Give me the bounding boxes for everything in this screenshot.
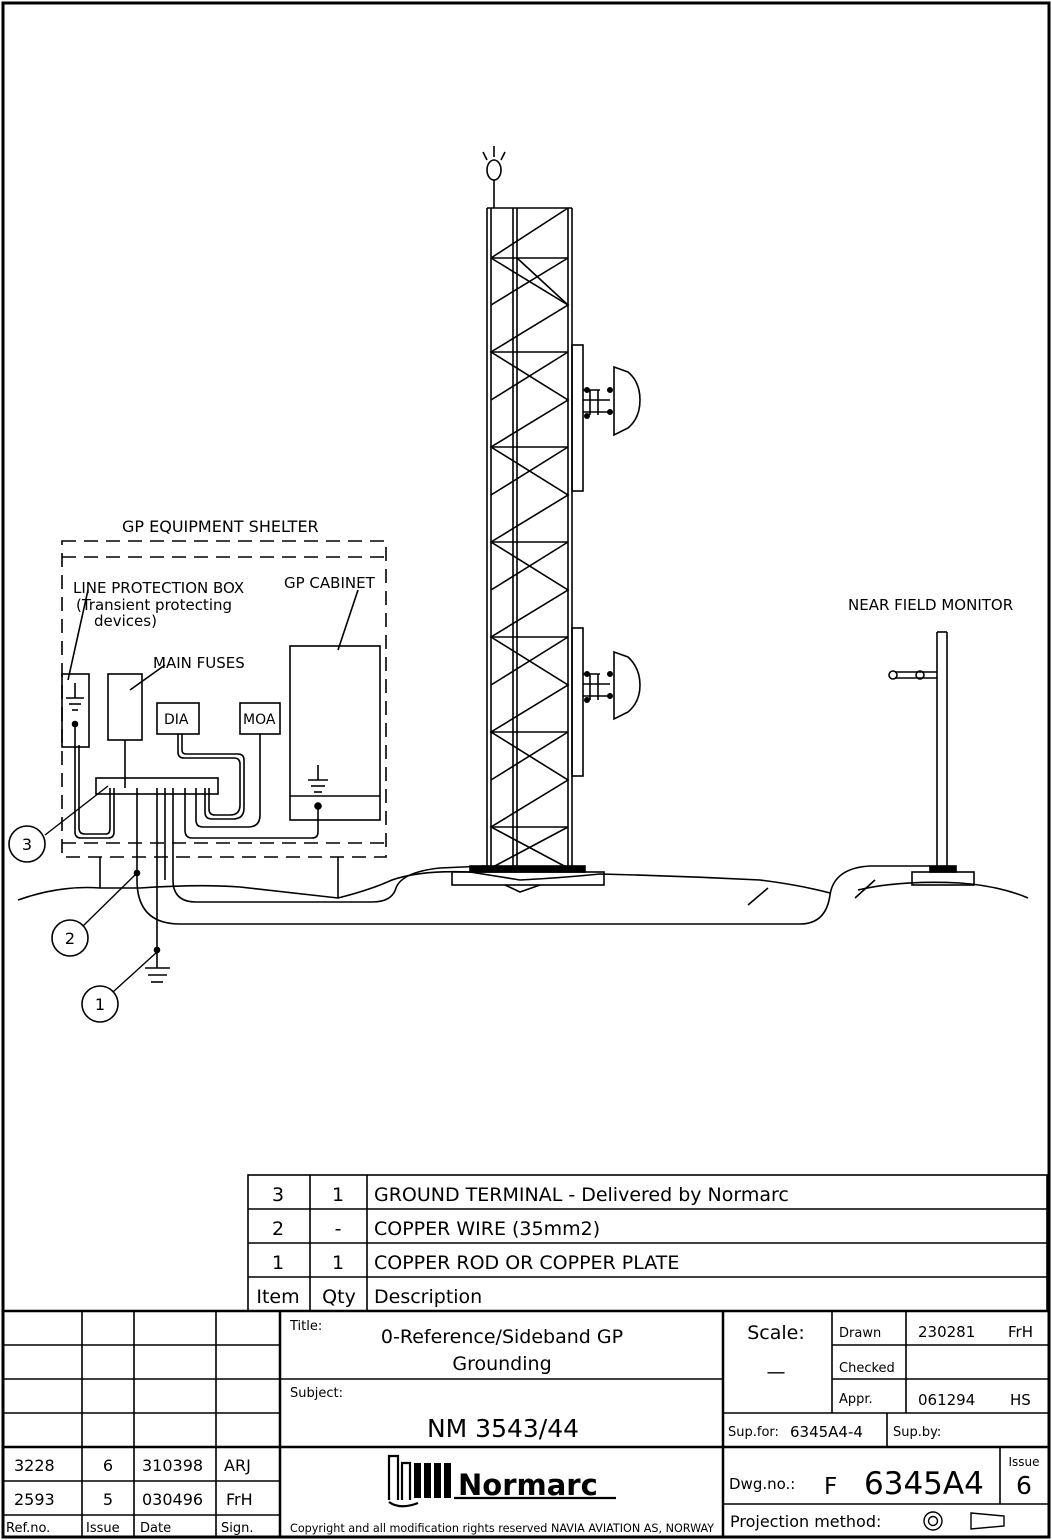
break-mark-2	[854, 879, 876, 899]
callout-1-text: 1	[95, 995, 105, 1014]
rev-2-date: 030496	[142, 1490, 203, 1509]
callout-3: 3	[8, 785, 109, 863]
callout-1: 1	[81, 951, 158, 1023]
sup-for-value: 6345A4-4	[790, 1423, 863, 1441]
rev-2-ref: 2593	[14, 1490, 55, 1509]
ground-line-right	[857, 881, 1029, 899]
ground-line	[17, 870, 831, 901]
gp-mast	[451, 146, 641, 893]
parts-row-3-description: COPPER ROD OR COPPER PLATE	[374, 1252, 679, 1274]
transient-label-1: (Transient protecting	[76, 596, 232, 614]
gp-cabinet-label: GP CABINET	[284, 574, 376, 592]
dwg-label: Dwg.no.:	[729, 1475, 795, 1493]
rev-1-issue: 6	[103, 1456, 113, 1475]
appr-date: 061294	[918, 1391, 975, 1409]
moa-label: MOA	[243, 712, 276, 728]
title-block-grid	[3, 1309, 1049, 1537]
drawing-title-line1: 0-Reference/Sideband GP	[381, 1326, 623, 1348]
drawn-date: 230281	[918, 1323, 975, 1341]
rev-header-date: Date	[140, 1521, 171, 1536]
break-mark	[747, 887, 769, 906]
rev-header-ref: Ref.no.	[6, 1521, 50, 1536]
parts-header-description: Description	[374, 1286, 482, 1308]
rev-header-issue: Issue	[86, 1521, 120, 1536]
parts-row-2-description: COPPER WIRE (35mm2)	[374, 1218, 600, 1240]
sup-for-label: Sup.for:	[728, 1425, 779, 1440]
callout-2: 2	[51, 872, 138, 957]
sup-by-label: Sup.by:	[893, 1425, 941, 1440]
scale-value: —	[767, 1361, 786, 1383]
rev-2-sign: FrH	[226, 1490, 253, 1509]
callout-3-text: 3	[22, 835, 32, 854]
company-name: Normarc	[458, 1468, 598, 1502]
gp-cabinet	[289, 589, 381, 821]
checked-label: Checked	[839, 1361, 895, 1376]
normarc-logo: Normarc	[387, 1454, 616, 1508]
title-label: Title:	[289, 1319, 322, 1334]
dwg-prefix: F	[824, 1474, 837, 1500]
rev-1-date: 310398	[142, 1456, 203, 1475]
parts-row-3-item: 1	[272, 1252, 284, 1274]
rev-1-sign: ARJ	[224, 1456, 251, 1475]
rev-header-sign: Sign.	[221, 1521, 254, 1536]
parts-row-1-description: GROUND TERMINAL - Delivered by Normarc	[374, 1184, 789, 1206]
projection-symbol-icon	[923, 1511, 1005, 1531]
ground-wiring	[74, 724, 930, 983]
subject-label: Subject:	[290, 1386, 343, 1401]
issue-value: 6	[1016, 1471, 1032, 1500]
parts-header-item: Item	[256, 1286, 299, 1308]
main-fuses-label: MAIN FUSES	[153, 654, 245, 672]
rev-1-ref: 3228	[14, 1456, 55, 1475]
subject-value: NM 3543/44	[427, 1414, 579, 1443]
rev-2-issue: 5	[103, 1490, 113, 1509]
near-field-monitor	[888, 631, 975, 886]
drawing-title-line2: Grounding	[452, 1353, 551, 1375]
issue-label: Issue	[1008, 1455, 1039, 1469]
near-field-monitor-label: NEAR FIELD MONITOR	[848, 596, 1013, 614]
parts-row-2-item: 2	[272, 1218, 284, 1240]
copyright-notice: Copyright and all modification rights re…	[290, 1521, 715, 1535]
scale-label: Scale:	[747, 1322, 805, 1344]
drawn-label: Drawn	[839, 1326, 881, 1341]
projection-label: Projection method:	[730, 1512, 881, 1531]
parts-row-1-item: 3	[272, 1184, 284, 1206]
parts-row-2-qty: -	[335, 1218, 342, 1240]
line-protection-label: LINE PROTECTION BOX	[73, 579, 244, 597]
shelter-label: GP EQUIPMENT SHELTER	[122, 517, 319, 536]
drawn-sign: FrH	[1008, 1323, 1033, 1341]
appr-sign: HS	[1010, 1391, 1031, 1409]
appr-label: Appr.	[839, 1392, 873, 1407]
callout-2-text: 2	[65, 929, 75, 948]
parts-row-3-qty: 1	[332, 1252, 344, 1274]
parts-row-1-qty: 1	[332, 1184, 344, 1206]
dwg-number: 6345A4	[864, 1466, 984, 1502]
dia-label: DIA	[164, 712, 189, 728]
transient-label-2: devices)	[94, 612, 157, 630]
parts-header-qty: Qty	[322, 1286, 356, 1308]
